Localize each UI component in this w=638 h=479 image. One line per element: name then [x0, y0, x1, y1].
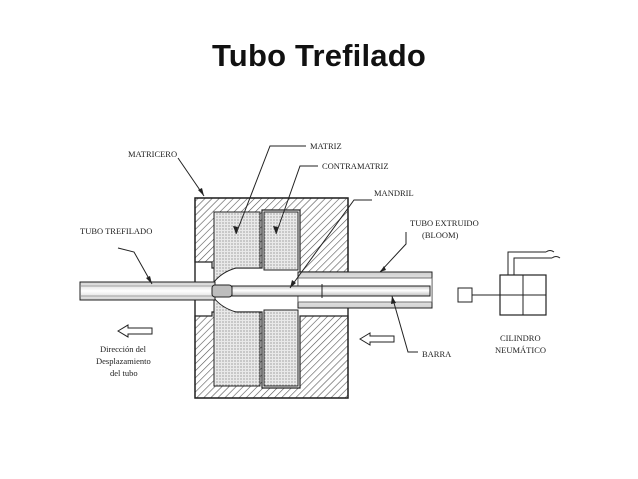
mandril	[211, 284, 323, 298]
label-barra: BARRA	[422, 349, 452, 359]
slide-title: Tubo Trefilado	[211, 38, 427, 73]
label-direccion-3: del tubo	[110, 368, 138, 378]
cilindro-neumatico	[457, 250, 561, 316]
label-mandril: MANDRIL	[374, 188, 414, 198]
barra	[321, 284, 431, 298]
label-tubo-extruido: TUBO EXTRUIDO	[410, 218, 479, 228]
label-matricero: MATRICERO	[128, 149, 177, 159]
leader-arrowheads	[146, 188, 396, 304]
label-direccion-1: Dirección del	[100, 344, 147, 354]
label-matriz: MATRIZ	[310, 141, 342, 151]
matriz-die	[213, 211, 261, 387]
label-direccion-2: Desplazamiento	[96, 356, 151, 366]
label-contramatriz: CONTRAMATRIZ	[322, 161, 389, 171]
label-tubo-trefilado: TUBO TREFILADO	[80, 226, 152, 236]
tubo-trefilado	[79, 281, 216, 301]
left-arrow-icon	[117, 324, 153, 338]
contramatriz	[263, 211, 299, 387]
label-neumatico: NEUMÁTICO	[495, 345, 546, 355]
label-cilindro: CILINDRO	[500, 333, 541, 343]
left-arrow-icon-2	[359, 332, 395, 346]
label-bloom: (BLOOM)	[422, 230, 459, 240]
